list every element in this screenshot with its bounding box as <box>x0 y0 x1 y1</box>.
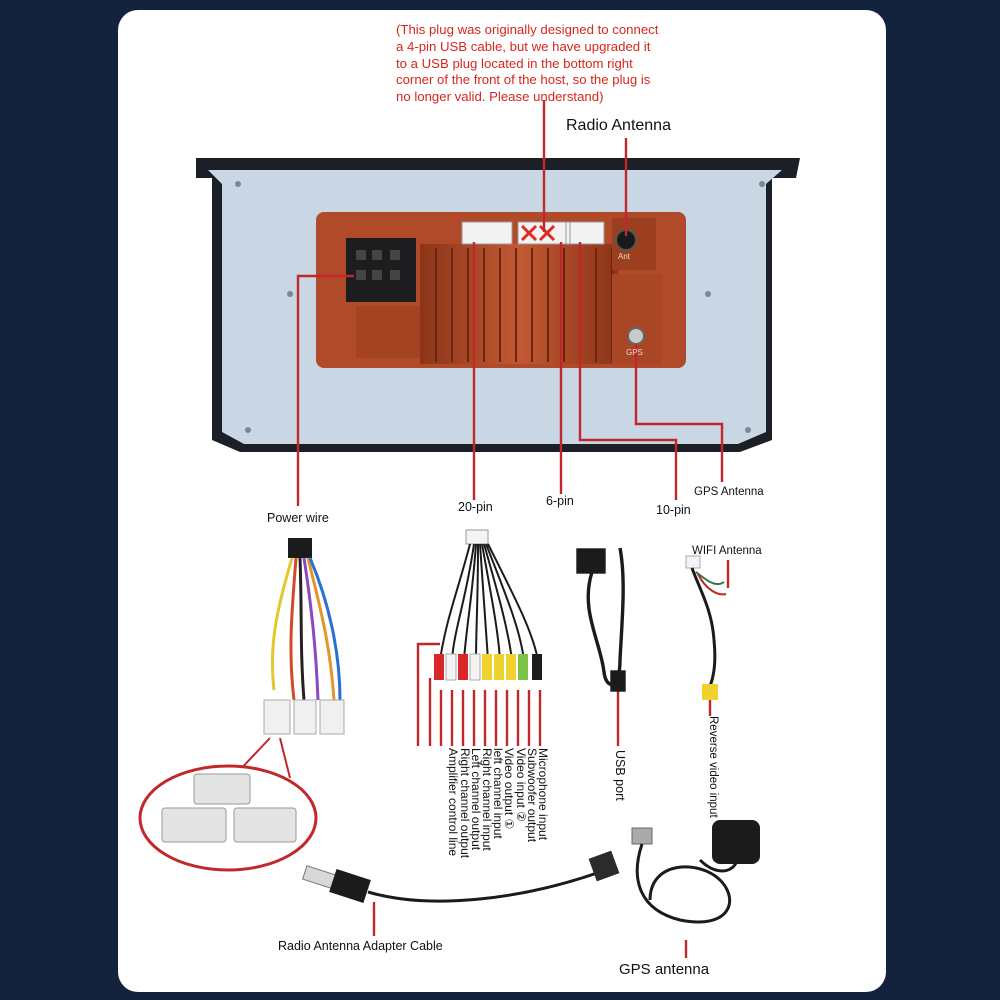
power-wire-label: Power wire <box>267 511 329 525</box>
bracket-plate <box>356 306 420 358</box>
leader-10pin <box>578 242 678 500</box>
radio-antenna-label: Radio Antenna <box>566 117 671 134</box>
radio-antenna-adapter-label: Radio Antenna Adapter Cable <box>278 939 443 953</box>
reverse-video-input-label: Reverse video input <box>707 716 719 818</box>
unit-marking-gps: GPS <box>626 348 643 357</box>
disabled-x-marks <box>520 224 556 242</box>
radio-antenna-adapter <box>301 850 620 903</box>
leader-power <box>296 274 354 506</box>
leader-amplifier <box>416 642 440 746</box>
usb-plug-note: (This plug was originally designed to co… <box>396 22 659 105</box>
screw <box>287 291 293 297</box>
screw <box>235 181 241 187</box>
reverse-cable <box>685 555 727 700</box>
gps-socket <box>627 327 645 345</box>
pin20-label: 20-pin <box>458 500 493 514</box>
leader-gps <box>634 344 724 482</box>
gps-antenna <box>631 820 760 924</box>
power-harness <box>263 538 345 735</box>
pin6-label: 6-pin <box>546 494 574 508</box>
power-port-pins <box>356 250 400 280</box>
wifi-antenna-label: WIFI Antenna <box>692 545 762 557</box>
screw <box>745 427 751 433</box>
connector-zoom-callout <box>138 737 318 872</box>
pin10-label: 10-pin <box>656 503 691 517</box>
usb-cable <box>576 547 626 692</box>
gps-antenna-top-label: GPS Antenna <box>694 486 764 498</box>
gps-antenna-bottom-label: GPS antenna <box>619 961 710 978</box>
port-20pin <box>461 221 513 245</box>
screw <box>245 427 251 433</box>
port-usb-disabled <box>517 221 567 245</box>
head-unit <box>196 158 800 452</box>
usb-port-label: USB port <box>613 750 627 801</box>
screw <box>705 291 711 297</box>
screw <box>759 181 765 187</box>
heatsink <box>420 244 618 364</box>
rca-output-label: Amplifier control line <box>446 748 461 857</box>
unit-marking-ant: Ant <box>618 252 631 261</box>
leader-lines <box>296 100 730 958</box>
rca-harness <box>434 529 542 681</box>
port-10pin <box>569 221 605 245</box>
